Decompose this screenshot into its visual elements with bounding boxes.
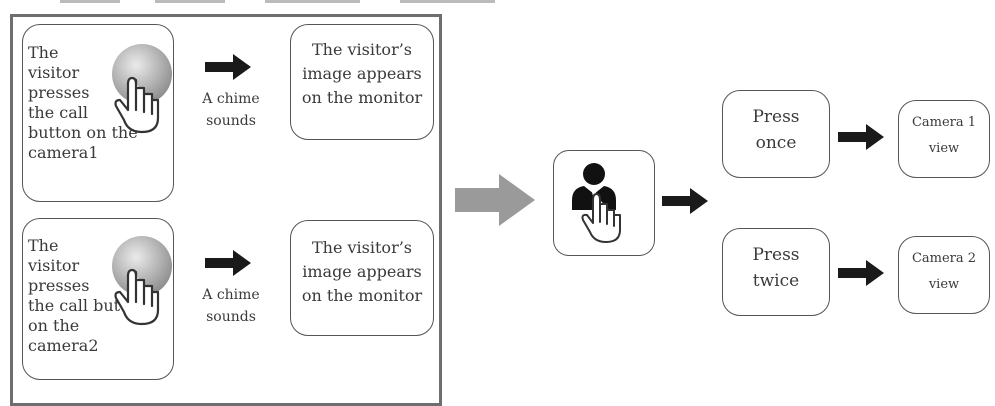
- hand-press-icon: [112, 44, 172, 134]
- arrow-right-icon: [662, 188, 708, 214]
- gray-arrow-right-icon: [455, 174, 535, 226]
- chime-label-1: A chime sounds: [202, 91, 260, 129]
- press-twice-box: [722, 228, 830, 316]
- press-twice-text: Press twice: [752, 245, 800, 291]
- arrow-right-icon: [838, 260, 884, 286]
- arrow-right-icon: [838, 124, 884, 150]
- camera1-view-box: [898, 100, 990, 178]
- cropped-heading-remnant: [60, 0, 495, 3]
- person-button-icon: [572, 163, 621, 243]
- monitor-box-1: [290, 24, 434, 140]
- press-once-box: [722, 90, 830, 178]
- camera2-view-box: [898, 236, 990, 314]
- arrow-right-icon: [205, 250, 251, 276]
- camera2-view-text: Camera 2 view: [911, 251, 977, 292]
- monitor-box-2: [290, 220, 434, 336]
- press-once-text: Press once: [752, 107, 800, 153]
- camera1-view-text: Camera 1 view: [911, 115, 977, 156]
- monitor-text-2: The visitor’s image appears on the monit…: [301, 238, 423, 305]
- visitor-camera1-text: The visitor presses the call button on t…: [28, 43, 138, 162]
- hand-press-icon: [112, 236, 172, 326]
- monitor-text-1: The visitor’s image appears on the monit…: [301, 40, 423, 107]
- chime-label-2: A chime sounds: [202, 287, 260, 325]
- arrow-right-icon: [205, 54, 251, 80]
- visitor-camera2-text: The visitor presses the call button on t…: [28, 236, 147, 355]
